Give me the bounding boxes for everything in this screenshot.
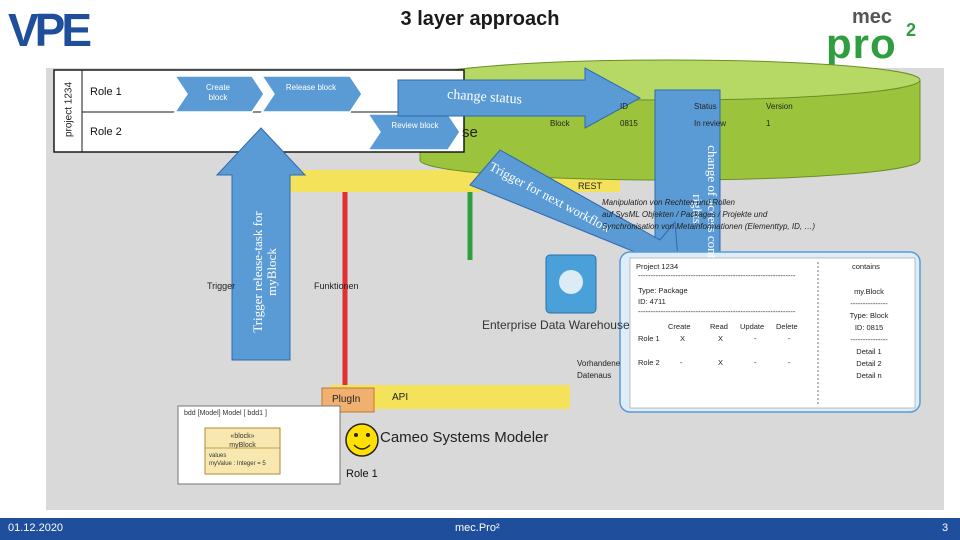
db-col-version: Version — [766, 102, 793, 111]
create-block-chevron — [173, 75, 265, 113]
perm-row2-role: Role 2 — [638, 358, 660, 367]
bdd-block-shape — [204, 427, 281, 475]
modeler-label: Cameo Systems Modeler — [380, 429, 549, 446]
manipulation-note: Manipulation von Rechten und Rollen auf … — [602, 198, 815, 231]
footer-date: 01.12.2020 — [8, 522, 64, 534]
release-block-chevron — [260, 75, 363, 113]
api-label: API — [392, 392, 409, 403]
smiley-icon — [345, 423, 379, 457]
functions-note: Funktionen — [314, 281, 359, 291]
details-type-pack: Type: Package — [638, 286, 688, 295]
create-block-label: Create block — [205, 83, 230, 102]
perm-row1-update: - — [754, 334, 757, 343]
perm-row2-read: X — [718, 358, 724, 367]
details-panel-inner — [629, 257, 916, 409]
db-col-status: Status — [694, 102, 717, 111]
change-status-arrow — [397, 67, 642, 129]
trigger-release-label: Trigger release-task for myBlock — [250, 211, 279, 333]
plugin-label: PlugIn — [332, 394, 361, 405]
db-cell-version: 1 — [766, 119, 771, 128]
review-block-label: Review block — [391, 121, 439, 130]
bdd-block-title: «block» myBlock — [229, 433, 256, 449]
role1-label: Role 1 — [90, 86, 122, 98]
pro-logo: pro — [826, 20, 897, 67]
bdd-block-values: values myValue : Integer = 5 — [209, 453, 266, 467]
rest-label: REST — [578, 181, 603, 191]
trigger-release-arrow — [215, 127, 307, 361]
perm-col-create: Create — [668, 322, 691, 331]
enterprise-label: Enterprise Data Warehouse — [482, 318, 630, 332]
details-dashes-1: ----------------------------------------… — [638, 271, 796, 280]
details-contains: contains — [852, 262, 880, 271]
perm-row2-create: - — [680, 358, 683, 367]
db-cell-id: 0815 — [620, 119, 638, 128]
details-dashes-2: ----------------------------------------… — [638, 307, 796, 316]
trigger-note: Trigger — [207, 281, 236, 291]
project-label: project 1234 — [63, 81, 75, 138]
footer-brand: mec.Pro² — [455, 522, 500, 534]
contained-block-details: my.Block --------------- Type: Block ID:… — [849, 287, 889, 380]
db-cell-status: In review — [694, 119, 727, 128]
details-project: Project 1234 — [636, 262, 679, 271]
db-col-id: ID — [620, 102, 628, 111]
vpe-logo: VPE — [8, 4, 92, 56]
existing-data-note: Vorhandene Datenaus — [577, 359, 621, 380]
mec-logo-top: mec — [852, 6, 893, 28]
perm-col-delete: Delete — [776, 322, 798, 331]
footer-page-number: 3 — [942, 522, 949, 534]
perm-col-update: Update — [740, 322, 765, 331]
perm-row1-create: X — [680, 334, 686, 343]
database-fragment: se — [462, 124, 478, 141]
perm-row2-delete: - — [788, 358, 791, 367]
details-id-pack: ID: 4711 — [638, 297, 666, 306]
bdd-header: bdd [Model] Model [ bdd1 ] — [184, 410, 267, 417]
perm-row1-read: X — [718, 334, 724, 343]
perm-col-read: Read — [710, 322, 728, 331]
slide-title: 3 layer approach — [400, 8, 560, 30]
perm-row1-delete: - — [788, 334, 791, 343]
db-row-prefix: Block — [550, 119, 570, 128]
modeler-role-label: Role 1 — [346, 468, 378, 480]
project-label-cell: project 1234 — [56, 68, 80, 152]
footer-bar — [0, 518, 960, 540]
pro-logo-superscript: 2 — [906, 20, 917, 40]
review-block-chevron — [366, 113, 461, 151]
perm-row1-role: Role 1 — [638, 334, 660, 343]
release-block-label: Release block — [285, 83, 337, 92]
perm-row2-update: - — [754, 358, 757, 367]
role2-label: Role 2 — [90, 126, 122, 138]
